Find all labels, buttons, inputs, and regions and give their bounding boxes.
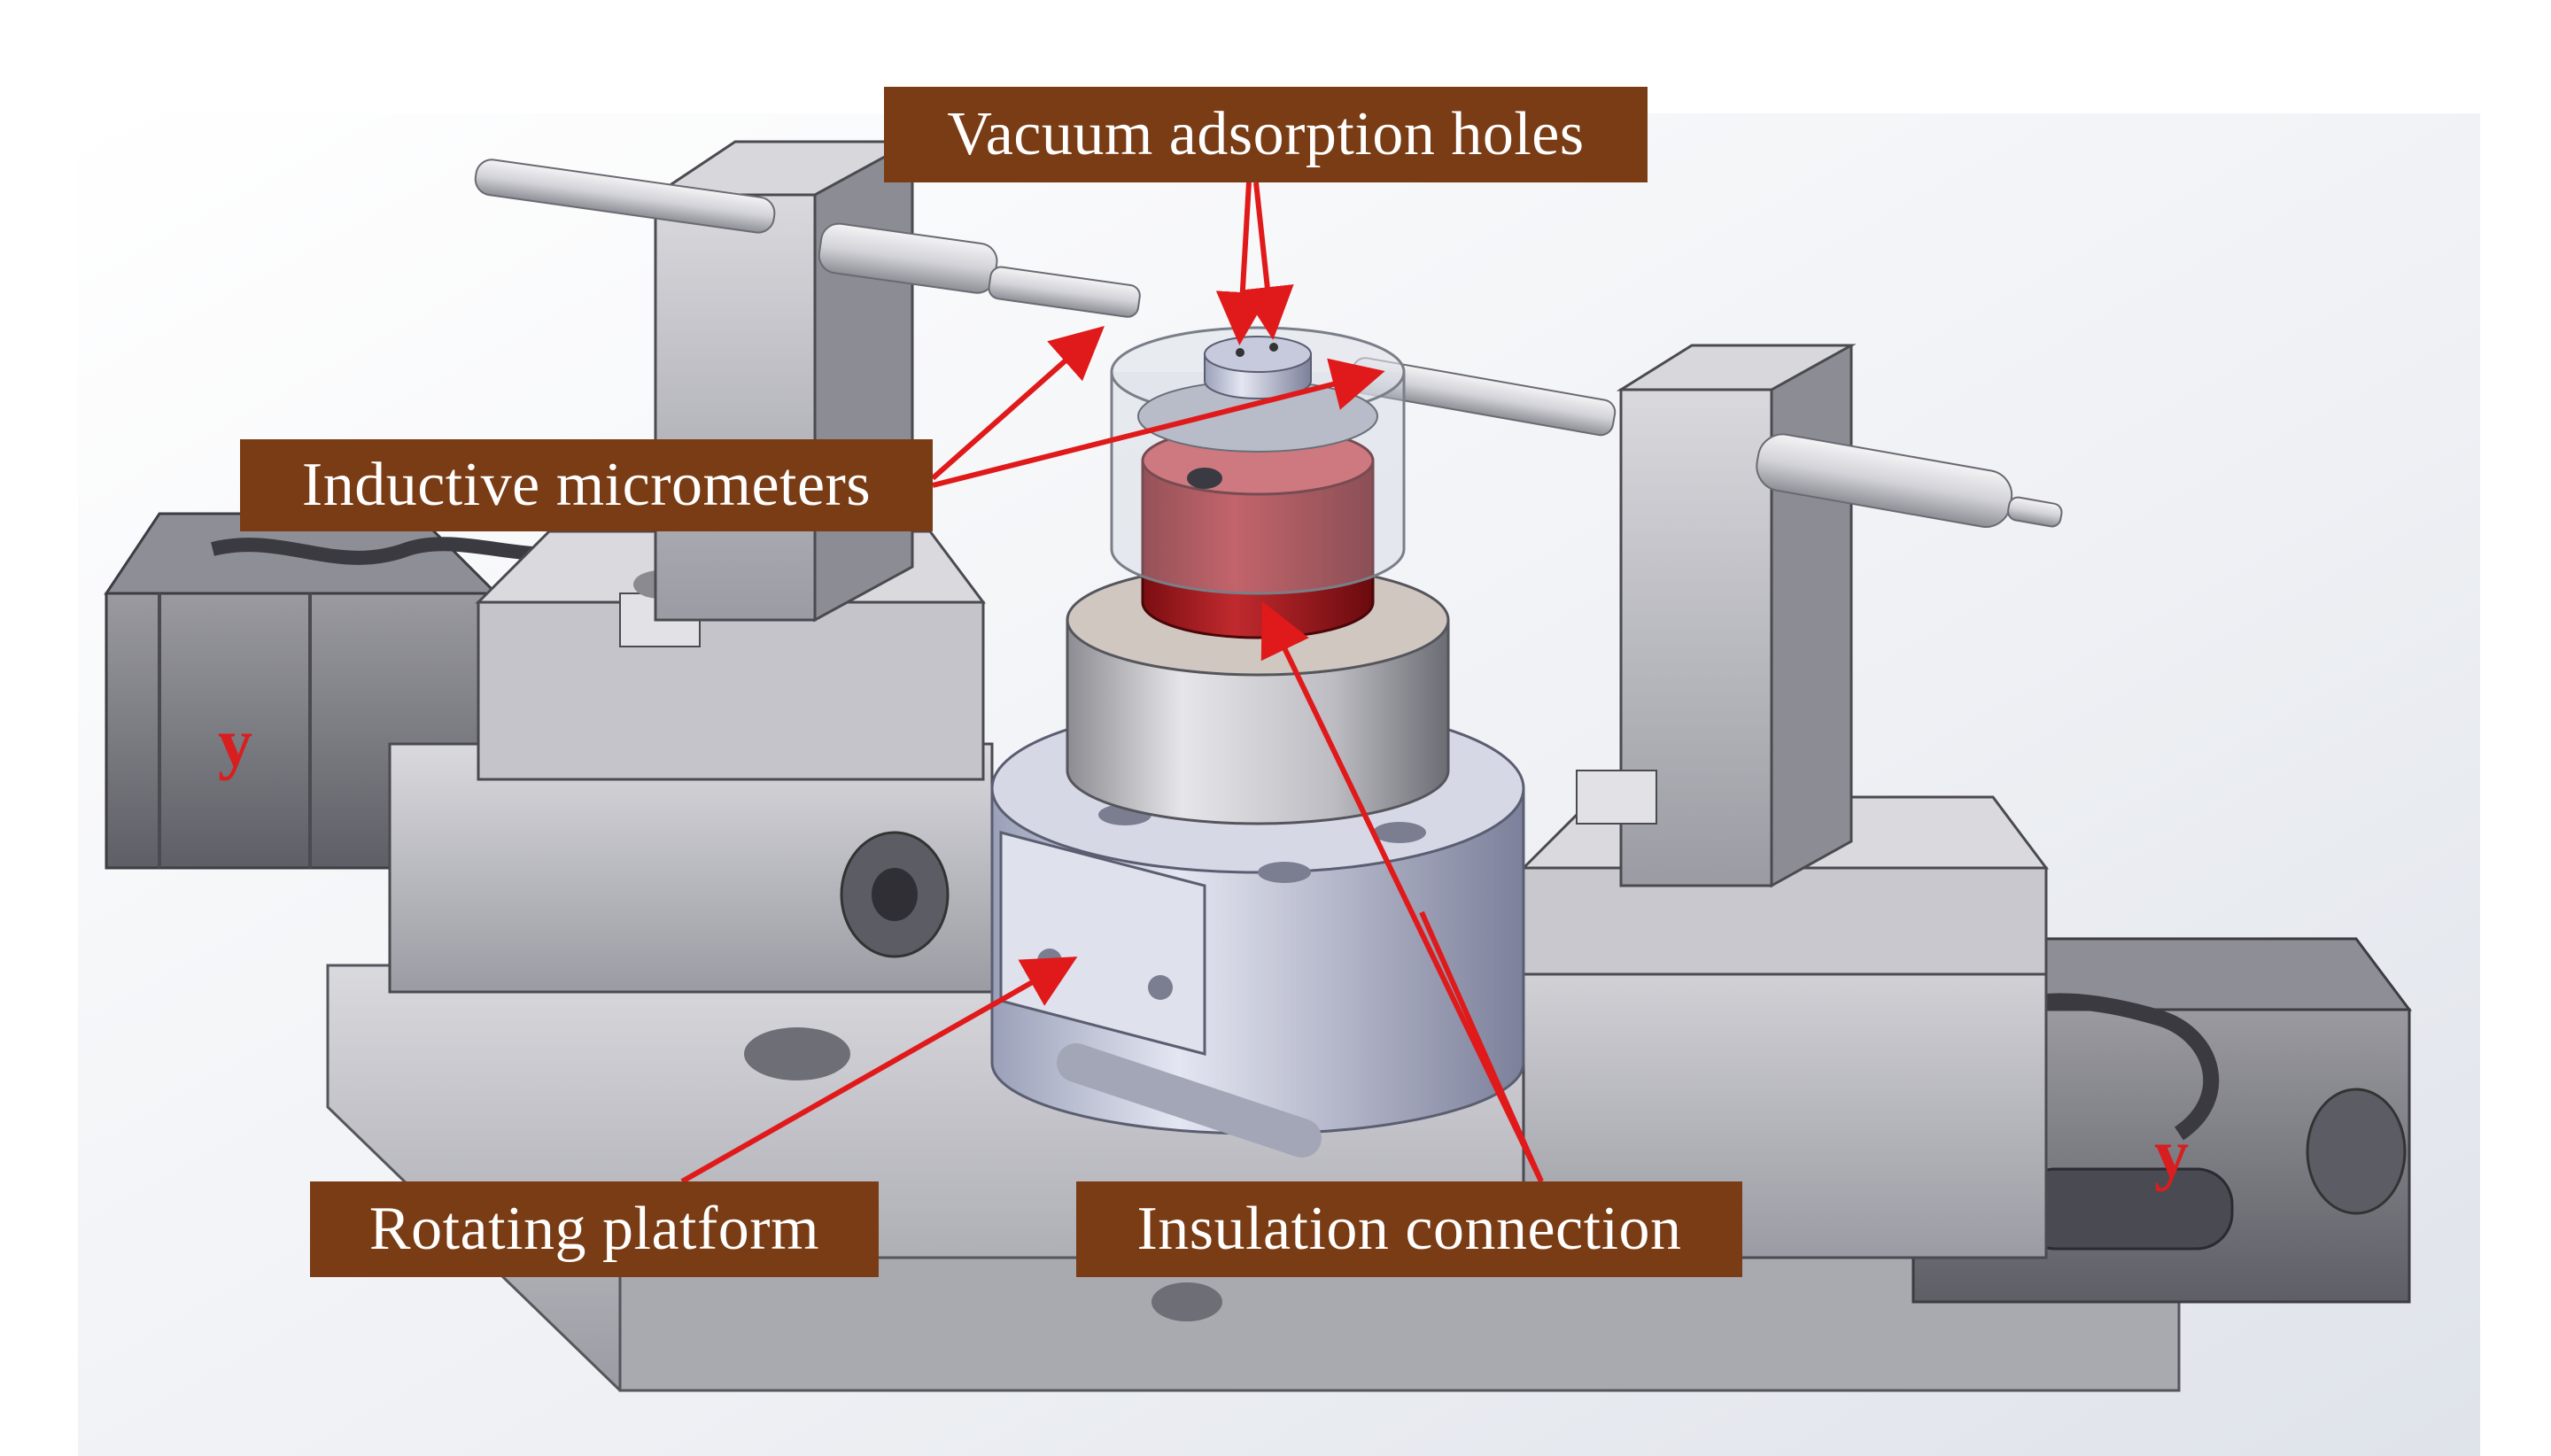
insulation-connection-label: Insulation connection — [1076, 1181, 1742, 1277]
right-rod — [1350, 357, 2063, 528]
left-motor-axis-mark: y — [218, 704, 252, 781]
arrow-vacuum-right — [1241, 182, 1294, 340]
arrow-inductive-right — [932, 358, 1385, 488]
annotation-arrows — [680, 182, 1544, 1184]
left-rod — [474, 159, 1141, 318]
rotating-platform-label: Rotating platform — [310, 1181, 879, 1277]
inductive-micrometers-label: Inductive micrometers — [240, 439, 933, 531]
right-motor-axis-mark: y — [2154, 1115, 2189, 1192]
arrow-rotating — [680, 956, 1078, 1184]
arrow-insulation-2 — [1419, 910, 1544, 1183]
vacuum-chuck-top — [1204, 336, 1312, 399]
vacuum-adsorption-holes-label: Vacuum adsorption holes — [884, 87, 1648, 182]
arrow-insulation-1 — [1260, 601, 1544, 1183]
arrow-inductive-left — [931, 326, 1105, 481]
